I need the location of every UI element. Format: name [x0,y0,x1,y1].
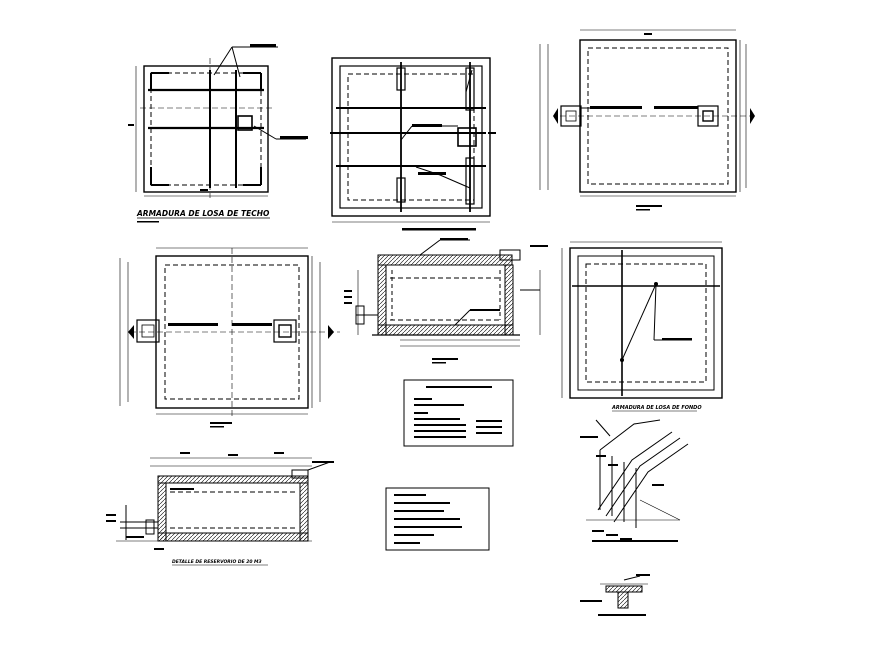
longitudinal-section-labels [106,452,334,550]
bottom-slab-reinforcement-plan [561,241,723,399]
section-labels [344,238,548,364]
longitudinal-section [116,457,331,542]
slab-plan-middle [119,247,340,416]
roof-slab-plan [135,46,306,198]
bottom-slab-title: ARMADURA DE LOSA DE FONDO [611,405,702,411]
reservoir-cross-section [355,239,541,347]
isometric-rebar-detail [586,419,689,528]
bottom-slab-plan-marks [553,33,755,211]
bottom-slab-plan [539,29,752,197]
notes-box-upper [403,379,514,447]
section-detail-title: DETALLE DE RESERVORIO DE 20 M3 [172,559,262,565]
roof-slab-plan-alt [331,57,491,223]
small-detail [600,575,648,609]
bottom-slab-reinforcement-marks [620,282,692,362]
slab-plan-middle-marks [128,323,334,428]
roof-slab-alt-labels [330,124,496,231]
roof-slab-title: ARMADURA DE LOSA DE TECHO [136,209,270,218]
small-detail-marks [580,574,650,616]
roof-slab-labels [128,44,308,191]
notes-box-lower [385,487,490,551]
isometric-rebar-marks [580,436,678,542]
